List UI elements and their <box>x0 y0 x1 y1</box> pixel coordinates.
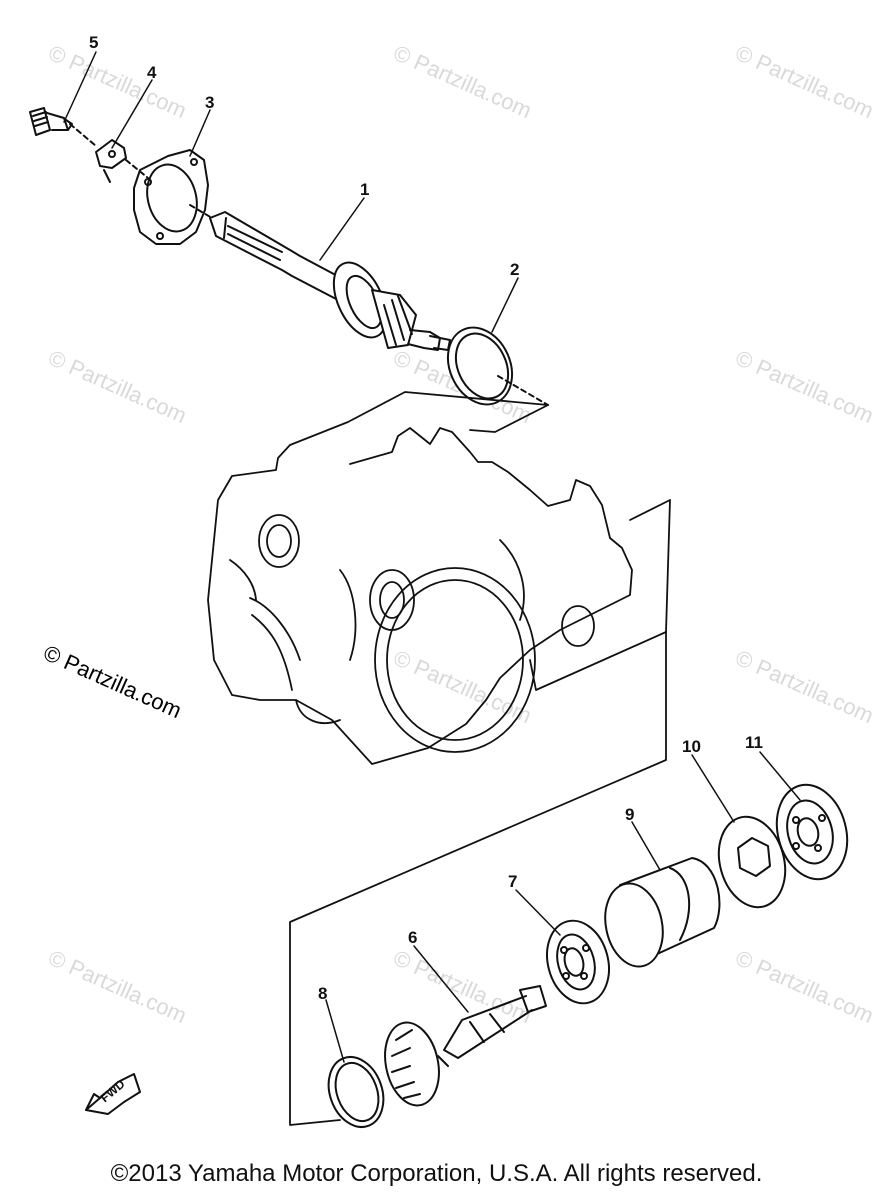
part-1-shaft <box>209 211 451 351</box>
callout-10: 10 <box>682 737 701 756</box>
part-7-bearing <box>546 919 610 1005</box>
callout-8: 8 <box>318 984 328 1003</box>
part-5-bolt <box>29 107 73 136</box>
fwd-arrow-icon <box>85 1073 141 1115</box>
part-3-gasket <box>133 149 209 245</box>
callout-3: 3 <box>205 93 215 112</box>
part-11-bearing <box>775 783 849 881</box>
part-6-shaft <box>384 985 547 1107</box>
copyright-notice: ©2013 Yamaha Motor Corporation, U.S.A. A… <box>110 1160 763 1187</box>
part-4-plate <box>95 139 127 183</box>
crankcase-outline <box>207 391 671 765</box>
callout-2: 2 <box>510 260 520 279</box>
callout-4: 4 <box>147 63 157 82</box>
callout-6: 6 <box>408 928 418 947</box>
callout-9: 9 <box>625 805 635 824</box>
part-8-circlip <box>327 1056 385 1128</box>
callout-1: 1 <box>360 180 370 199</box>
callout-11: 11 <box>745 733 763 752</box>
lower-boundary-line <box>289 631 667 1126</box>
part-10-nut <box>717 815 787 909</box>
callout-5: 5 <box>89 33 99 52</box>
part-2-circlip <box>446 326 549 406</box>
part-9-sleeve <box>604 857 721 968</box>
leader-lines <box>63 51 801 1063</box>
callout-7: 7 <box>508 872 518 891</box>
